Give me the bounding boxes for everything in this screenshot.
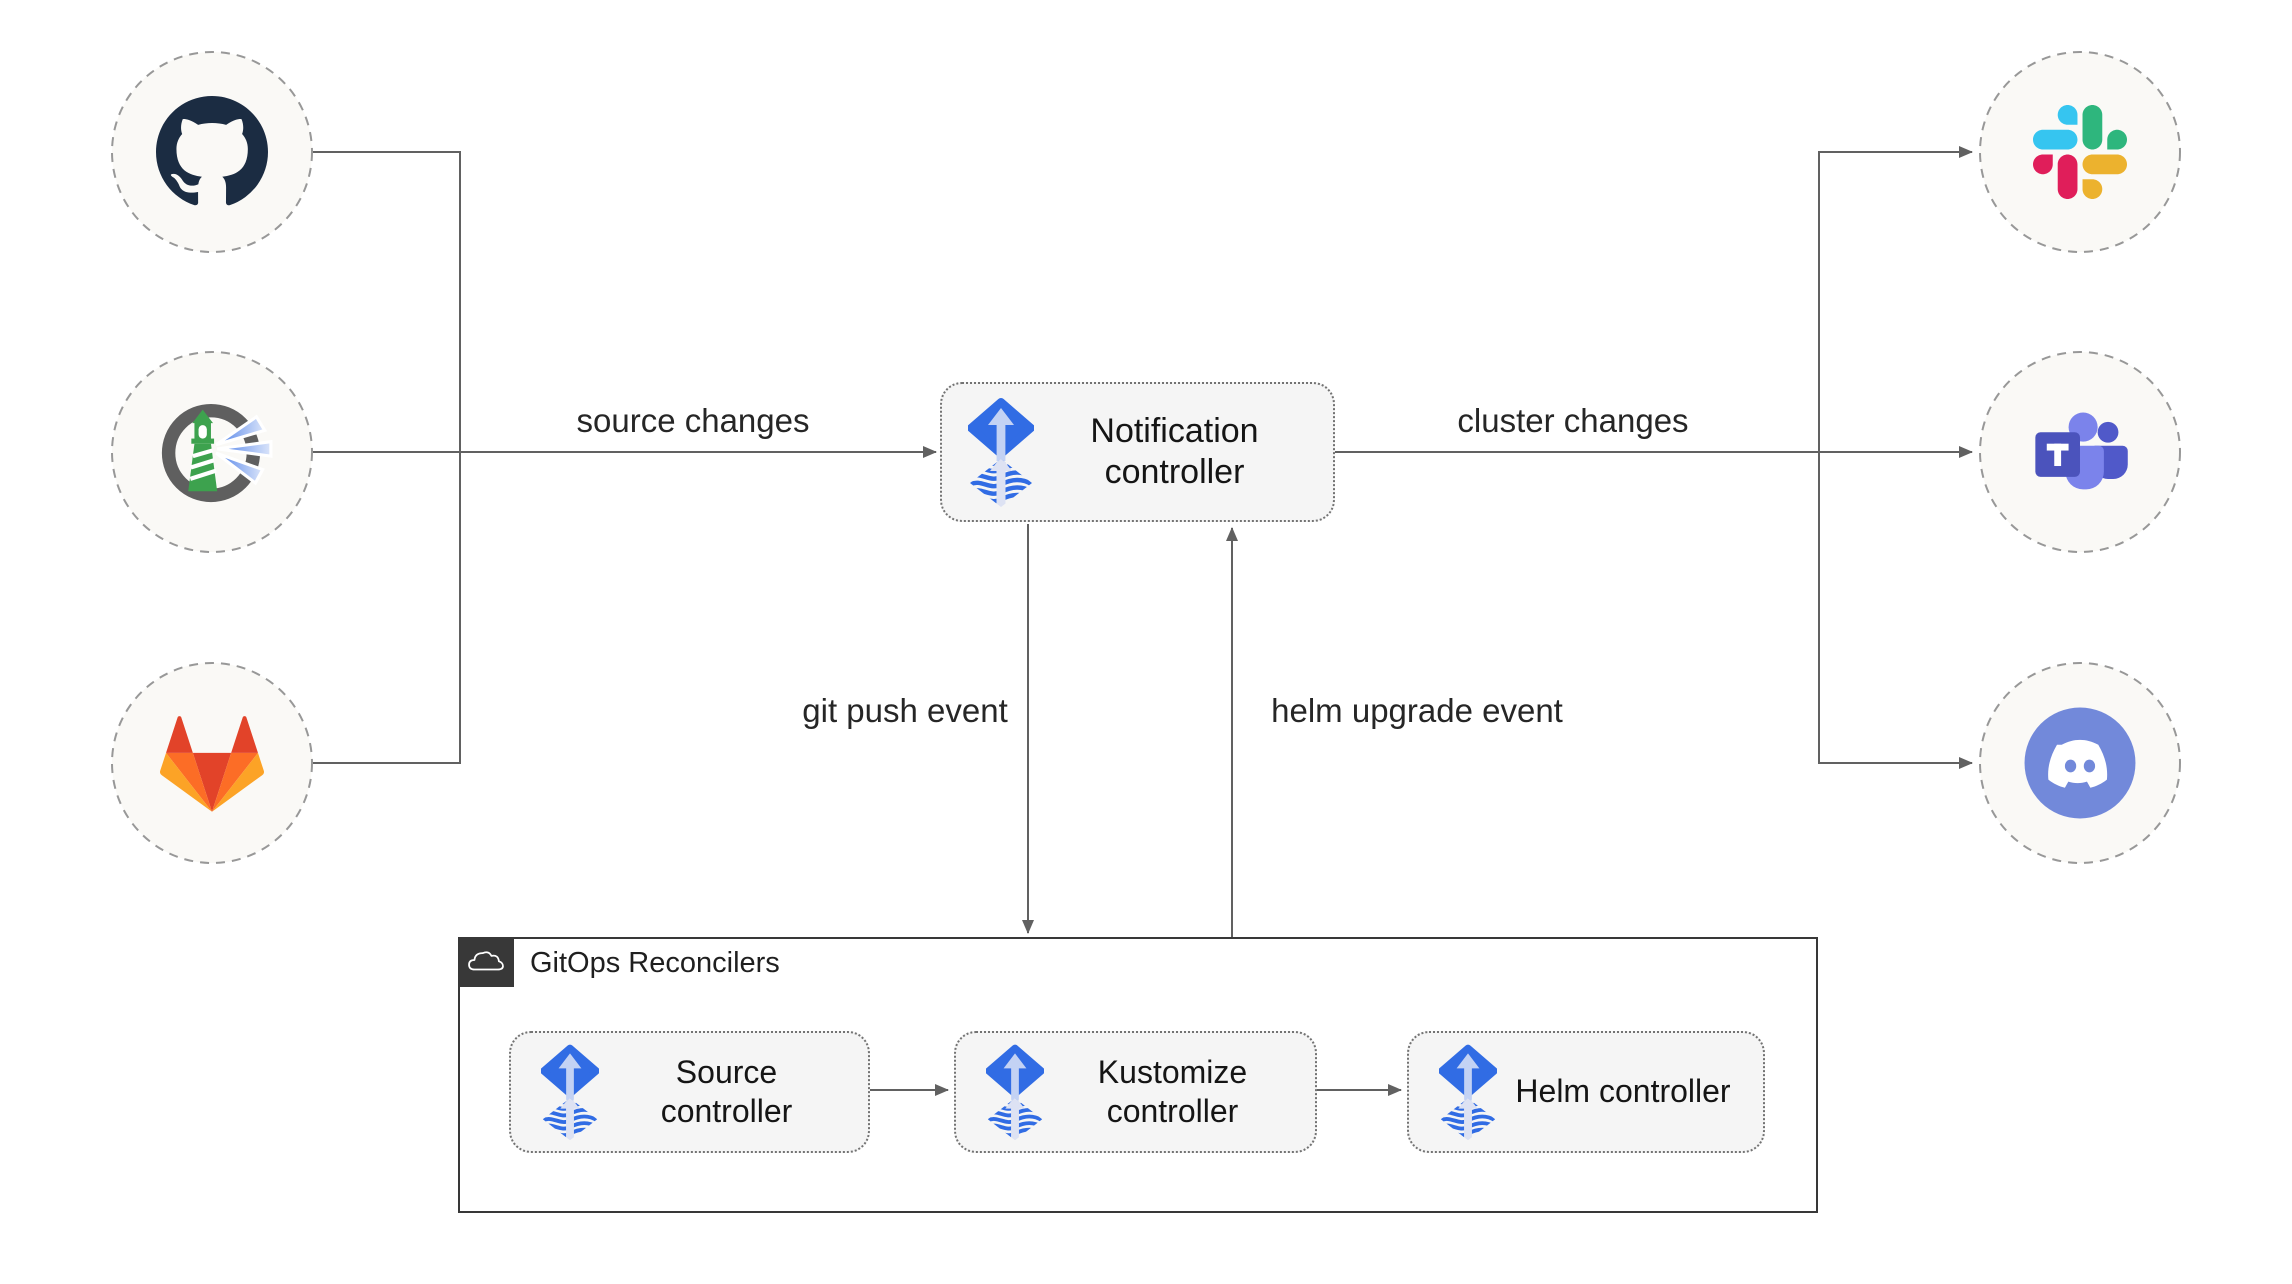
- helm-controller-node: Helm controller: [1407, 1031, 1765, 1153]
- flux-logo-icon: [541, 1042, 599, 1142]
- edge-label-helm-upgrade-event: helm upgrade event: [1271, 692, 1563, 729]
- group-badge: [458, 937, 514, 987]
- connector-to-discord: [1818, 452, 1973, 769]
- flux-logo-icon: [968, 395, 1034, 509]
- cloud-icon: [467, 948, 505, 976]
- source-controller-label: Source controller: [660, 1053, 793, 1129]
- source-node-harbor: [111, 351, 313, 553]
- kustomize-controller-node: Kustomize controller: [954, 1031, 1317, 1153]
- gitlab-icon: [160, 713, 264, 814]
- edge-label-cluster-changes: cluster changes: [1457, 402, 1689, 439]
- source-node-github: [111, 51, 313, 253]
- source-controller-node: Source controller: [509, 1031, 870, 1153]
- github-icon: [156, 96, 268, 208]
- provider-node-teams: [1979, 351, 2181, 553]
- connector-to-slack: [1818, 146, 1973, 452]
- flux-logo-icon: [1439, 1042, 1497, 1142]
- flux-logo-icon: [986, 1042, 1044, 1142]
- notification-controller-node: Notification controller: [940, 382, 1335, 522]
- source-node-gitlab: [111, 662, 313, 864]
- provider-node-discord: [1979, 662, 2181, 864]
- provider-node-slack: [1979, 51, 2181, 253]
- edge-label-git-push-event: git push event: [802, 692, 1008, 729]
- edge-label-source-changes: source changes: [576, 402, 810, 439]
- kustomize-controller-label: Kustomize controller: [1097, 1053, 1248, 1129]
- slack-icon: [2033, 105, 2127, 199]
- gitops-reconcilers-group: GitOps Reconcilers Source controller Kus…: [458, 937, 1818, 1213]
- harbor-icon: [150, 390, 274, 514]
- connector-sources-join: [313, 151, 461, 764]
- discord-icon: [2021, 704, 2139, 822]
- notification-controller-label: Notification controller: [1090, 411, 1259, 491]
- teams-icon: [2026, 400, 2134, 504]
- group-title: GitOps Reconcilers: [530, 947, 780, 979]
- helm-controller-label: Helm controller: [1515, 1073, 1731, 1110]
